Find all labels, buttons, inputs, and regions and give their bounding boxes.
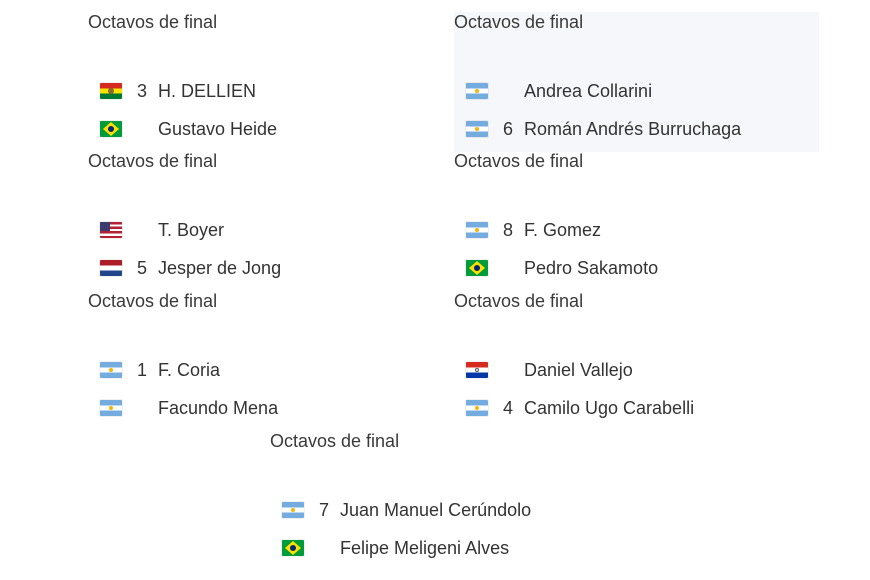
player-name: Facundo Mena xyxy=(158,397,279,418)
player-name: Jesper de Jong xyxy=(158,257,282,278)
player-row[interactable]: Pedro Sakamoto xyxy=(466,255,658,281)
seed-number: 1 xyxy=(136,359,147,380)
round-label: Octavos de final xyxy=(454,12,584,32)
player-name: Juan Manuel Cerúndolo xyxy=(340,499,532,520)
match-card[interactable]: Octavos de final 3 H. DELLIEN Gustavo He… xyxy=(88,12,453,152)
player-name: Pedro Sakamoto xyxy=(524,257,659,278)
argentina-flag-icon xyxy=(466,121,488,137)
round-label: Octavos de final xyxy=(454,291,584,311)
argentina-flag-icon xyxy=(100,362,122,378)
argentina-flag-icon xyxy=(466,400,488,416)
brazil-flag-icon xyxy=(466,260,488,276)
player-row[interactable]: 5 Jesper de Jong xyxy=(100,255,281,281)
round-label: Octavos de final xyxy=(270,431,400,451)
player-row[interactable]: 7 Juan Manuel Cerúndolo xyxy=(282,497,531,523)
paraguay-flag-icon xyxy=(466,362,488,378)
player-name: F. Gomez xyxy=(524,219,602,240)
player-name: F. Coria xyxy=(158,359,221,380)
seed-number: 4 xyxy=(502,397,513,418)
round-label: Octavos de final xyxy=(88,291,218,311)
player-row[interactable]: 6 Román Andrés Burruchaga xyxy=(466,116,741,142)
brazil-flag-icon xyxy=(282,540,304,556)
netherlands-flag-icon xyxy=(100,260,122,276)
player-row[interactable]: Daniel Vallejo xyxy=(466,357,633,383)
player-row[interactable]: Facundo Mena xyxy=(100,395,278,421)
bolivia-flag-icon xyxy=(100,83,122,99)
usa-flag-icon xyxy=(100,222,122,238)
match-card[interactable]: Octavos de final T. Boyer 5 Jesper de Jo… xyxy=(88,151,453,291)
player-name: Camilo Ugo Carabelli xyxy=(524,397,695,418)
player-row[interactable]: Felipe Meligeni Alves xyxy=(282,535,509,561)
argentina-flag-icon xyxy=(466,222,488,238)
brazil-flag-icon xyxy=(100,121,122,137)
match-card[interactable]: Octavos de final 7 Juan Manuel Cerúndolo… xyxy=(270,431,635,571)
round-label: Octavos de final xyxy=(88,12,218,32)
player-row[interactable]: Gustavo Heide xyxy=(100,116,277,142)
player-row[interactable]: T. Boyer xyxy=(100,217,224,243)
player-row[interactable]: 4 Camilo Ugo Carabelli xyxy=(466,395,694,421)
seed-number: 6 xyxy=(502,118,513,139)
player-row[interactable]: Andrea Collarini xyxy=(466,78,652,104)
seed-number: 5 xyxy=(136,257,147,278)
player-name: Daniel Vallejo xyxy=(524,359,633,380)
match-card[interactable]: Octavos de final Daniel Vallejo 4 Camilo… xyxy=(454,291,819,431)
player-row[interactable]: 1 F. Coria xyxy=(100,357,220,383)
match-card[interactable]: Octavos de final 1 F. Coria Facundo Mena xyxy=(88,291,453,431)
round-label: Octavos de final xyxy=(454,151,584,171)
match-card[interactable]: Octavos de final 8 F. Gomez Pedro Sakamo… xyxy=(454,151,819,291)
seed-number: 3 xyxy=(136,80,147,101)
player-row[interactable]: 8 F. Gomez xyxy=(466,217,601,243)
argentina-flag-icon xyxy=(100,400,122,416)
argentina-flag-icon xyxy=(282,502,304,518)
player-name: Gustavo Heide xyxy=(158,118,278,139)
player-name: Felipe Meligeni Alves xyxy=(340,537,510,558)
match-card[interactable]: Octavos de final Andrea Collarini 6 Romá… xyxy=(454,12,819,152)
player-name: Román Andrés Burruchaga xyxy=(524,118,742,139)
round-label: Octavos de final xyxy=(88,151,218,171)
seed-number: 7 xyxy=(318,499,329,520)
player-name: T. Boyer xyxy=(158,219,225,240)
argentina-flag-icon xyxy=(466,83,488,99)
seed-number: 8 xyxy=(502,219,513,240)
player-row[interactable]: 3 H. DELLIEN xyxy=(100,78,256,104)
player-name: Andrea Collarini xyxy=(524,80,653,101)
player-name: H. DELLIEN xyxy=(158,80,257,101)
